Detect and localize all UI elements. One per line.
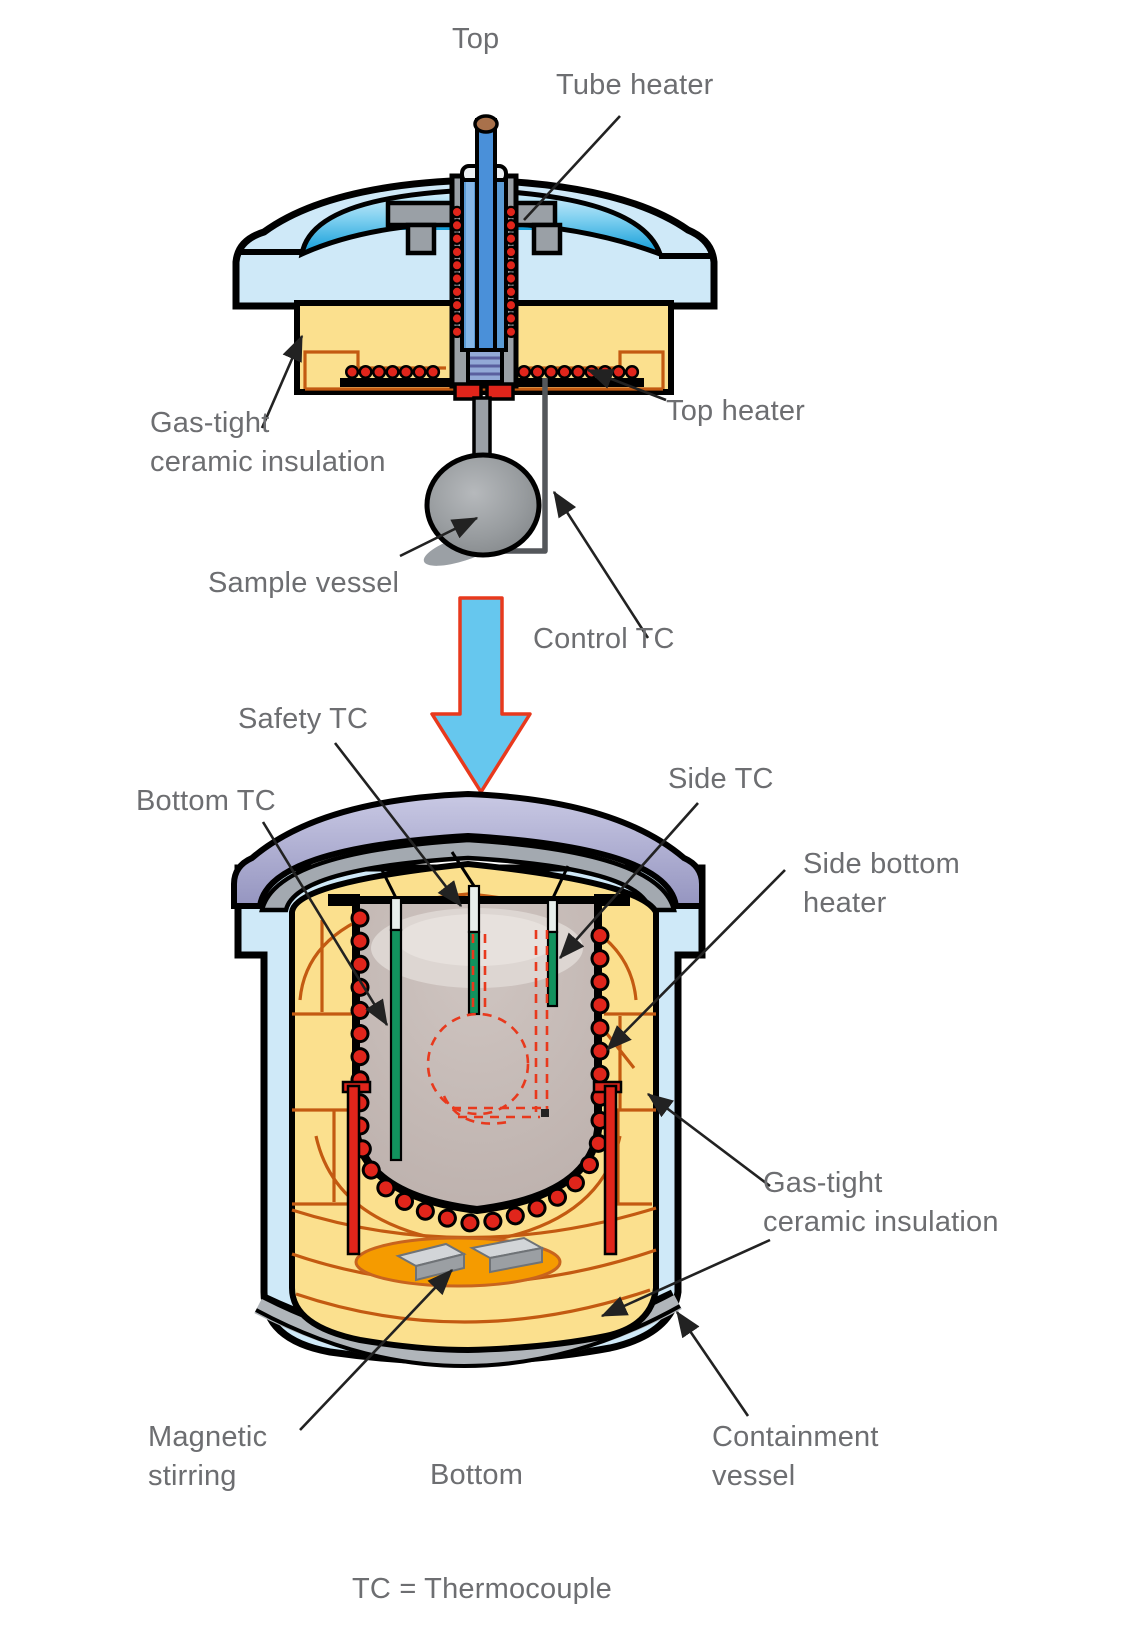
sample-vessel-graphic — [423, 396, 542, 566]
lid-assembly — [232, 114, 718, 566]
sample-vessel-line — [399, 516, 479, 558]
vessel-rim — [231, 790, 705, 909]
label-control-tc: Control TC — [533, 623, 675, 655]
magnetic-stirring-line — [299, 1269, 453, 1431]
label-magnetic-stirring: Magnetic stirring — [148, 1421, 268, 1492]
control-tc-line — [552, 490, 650, 639]
down-arrow — [430, 596, 532, 794]
containment-vessel-line — [675, 1310, 750, 1417]
magnetic-stirrer-graphic — [395, 1236, 545, 1282]
top-heater-line — [586, 368, 667, 402]
tube-cap — [473, 114, 499, 134]
furnace-vessel — [231, 790, 706, 1368]
label-bottom: Bottom — [430, 1459, 524, 1491]
gas-tight-right-line-upper — [646, 1092, 771, 1188]
safety-tc-line — [333, 742, 463, 908]
label-bottom-tc: Bottom TC — [136, 785, 276, 817]
tube-heater-graphic — [449, 114, 519, 401]
label-top-heater: Top heater — [666, 395, 806, 427]
tube-heater-line — [523, 115, 621, 221]
side-bottom-heater-line — [606, 869, 786, 1051]
label-sample-vessel: Sample vessel — [208, 567, 400, 599]
bottom-tc-graphic — [378, 865, 403, 1162]
side-tc-line — [559, 802, 699, 959]
label-safety-tc: Safety TC — [238, 703, 369, 735]
bottom-tc-line — [261, 821, 389, 1027]
label-containment-vessel: Containment vessel — [712, 1421, 879, 1492]
label-side-tc: Side TC — [668, 763, 774, 795]
label-gas-tight-top: Gas-tight ceramic insulation — [150, 407, 386, 478]
sample-vessel-ghost — [426, 930, 549, 1125]
gas-tight-top-line — [260, 334, 304, 429]
callout-lines — [260, 115, 786, 1431]
tube-rod — [475, 118, 497, 388]
side-bottom-heater-graphic — [341, 1080, 623, 1256]
label-legend: TC = Thermocouple — [352, 1573, 612, 1605]
label-side-bottom-heater: Side bottom heater — [803, 848, 960, 919]
label-tube-heater: Tube heater — [556, 69, 714, 101]
vessel-ring — [259, 837, 677, 913]
label-top: Top — [452, 23, 500, 55]
gas-tight-right-line-lower — [600, 1238, 771, 1318]
label-gas-tight-right: Gas-tight ceramic insulation — [763, 1167, 999, 1238]
